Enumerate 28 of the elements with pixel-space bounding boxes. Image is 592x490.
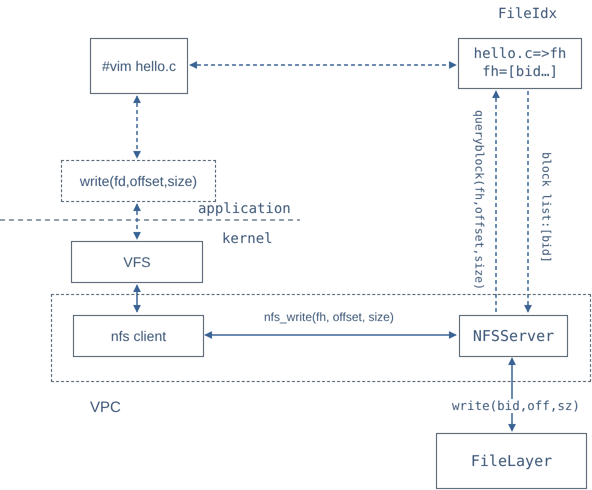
- node-label: #vim hello.c: [102, 58, 176, 74]
- node-label: nfs client: [110, 328, 166, 344]
- process-box: [90, 38, 188, 94]
- arrow: [492, 90, 500, 312]
- arrow: [189, 61, 457, 69]
- layer-label: application: [198, 202, 291, 218]
- process-box: [71, 241, 203, 283]
- edge-label: write(bid,off,sz): [452, 399, 580, 413]
- node-label: write(fd,offset,size): [80, 173, 198, 189]
- arrow: [204, 331, 457, 339]
- group-label: VPC: [90, 399, 121, 416]
- process-box: [73, 315, 204, 357]
- edge-label: queryblock(fh,offset,size): [472, 110, 487, 290]
- node-label: VFS: [123, 254, 151, 270]
- node-label: NFSServer: [472, 327, 554, 345]
- node-label: hello.c=>fh fh=[bid…]: [472, 46, 568, 81]
- arrow: [524, 91, 532, 313]
- arrow: [133, 95, 141, 159]
- arrow: [133, 284, 141, 313]
- layer-label: kernel: [222, 232, 273, 248]
- process-box: [459, 315, 568, 357]
- group-label: FileIdx: [498, 6, 558, 22]
- process-box: [61, 160, 216, 202]
- arrow: [133, 203, 141, 240]
- edge-label: block list:[bid]: [539, 152, 554, 263]
- node-label: FileLayer: [470, 452, 552, 470]
- edge-label: nfs_write(fh, offset, size): [264, 311, 394, 324]
- process-box: [436, 433, 587, 489]
